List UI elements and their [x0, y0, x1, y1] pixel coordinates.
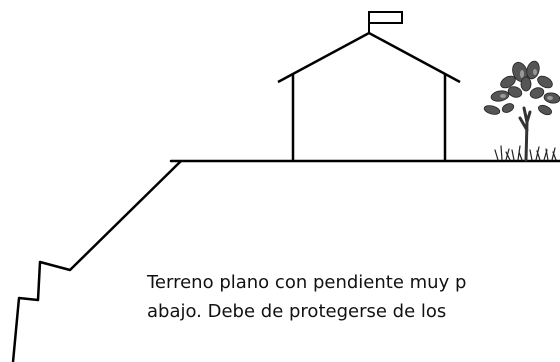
caption-line-2: abajo. Debe de protegerse de los — [147, 301, 447, 322]
slope-profile — [11, 160, 182, 362]
grass-icon — [494, 145, 557, 161]
caption-text: Terreno plano con pendiente muy p abajo.… — [147, 268, 560, 326]
house-icon — [277, 31, 461, 161]
caption-line-1: Terreno plano con pendiente muy p — [147, 272, 467, 293]
flag-icon — [368, 11, 403, 33]
house-roof — [277, 31, 461, 84]
tree-icon — [483, 60, 560, 162]
